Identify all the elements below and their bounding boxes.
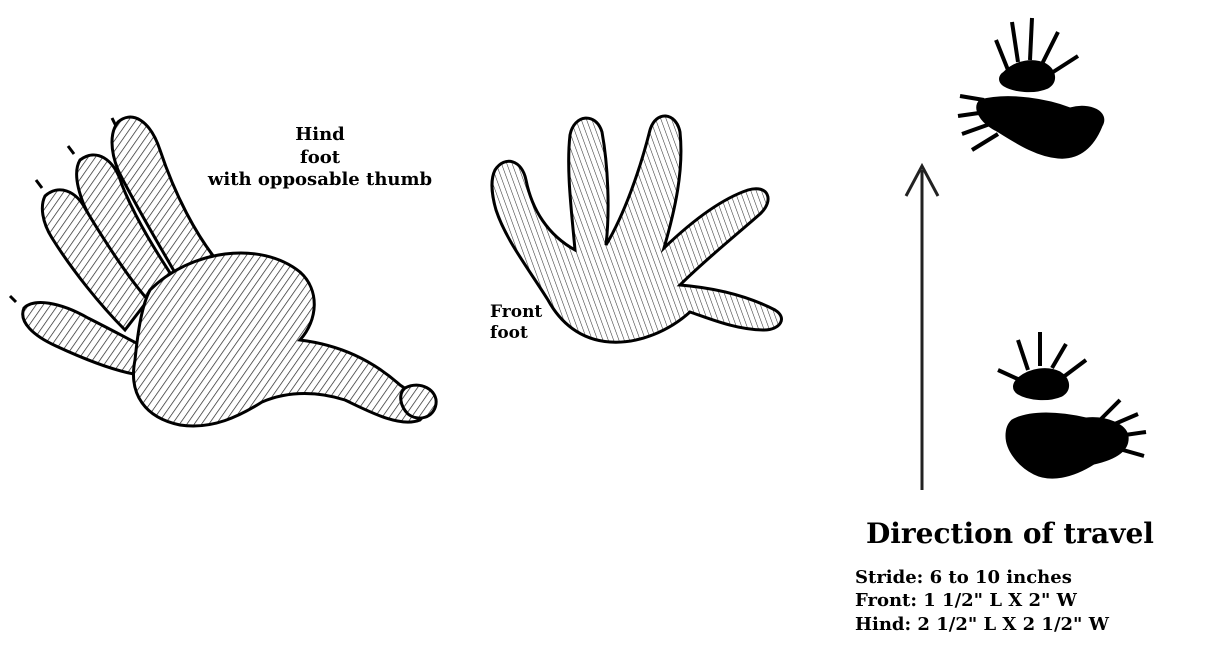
- hind-label-line3: with opposable thumb: [200, 169, 440, 192]
- hind-label-line2: foot: [200, 147, 440, 170]
- direction-of-travel-label: Direction of travel: [866, 516, 1154, 551]
- track-pair-lower: [998, 332, 1146, 478]
- front-label-line1: Front: [490, 302, 560, 323]
- front-foot-label: Front foot: [490, 302, 560, 345]
- track-measurements: Stride: 6 to 10 inches Front: 1 1/2" L X…: [855, 566, 1109, 636]
- front-label-line2: foot: [490, 323, 560, 344]
- up-arrow-icon: [906, 166, 938, 490]
- front-size-text: Front: 1 1/2" L X 2" W: [855, 589, 1109, 612]
- hind-size-text: Hind: 2 1/2" L X 2 1/2" W: [855, 613, 1109, 636]
- hind-foot-label: Hind foot with opposable thumb: [200, 124, 440, 192]
- stride-text: Stride: 6 to 10 inches: [855, 566, 1109, 589]
- track-pair-upper: [958, 18, 1104, 158]
- hind-label-line1: Hind: [200, 124, 440, 147]
